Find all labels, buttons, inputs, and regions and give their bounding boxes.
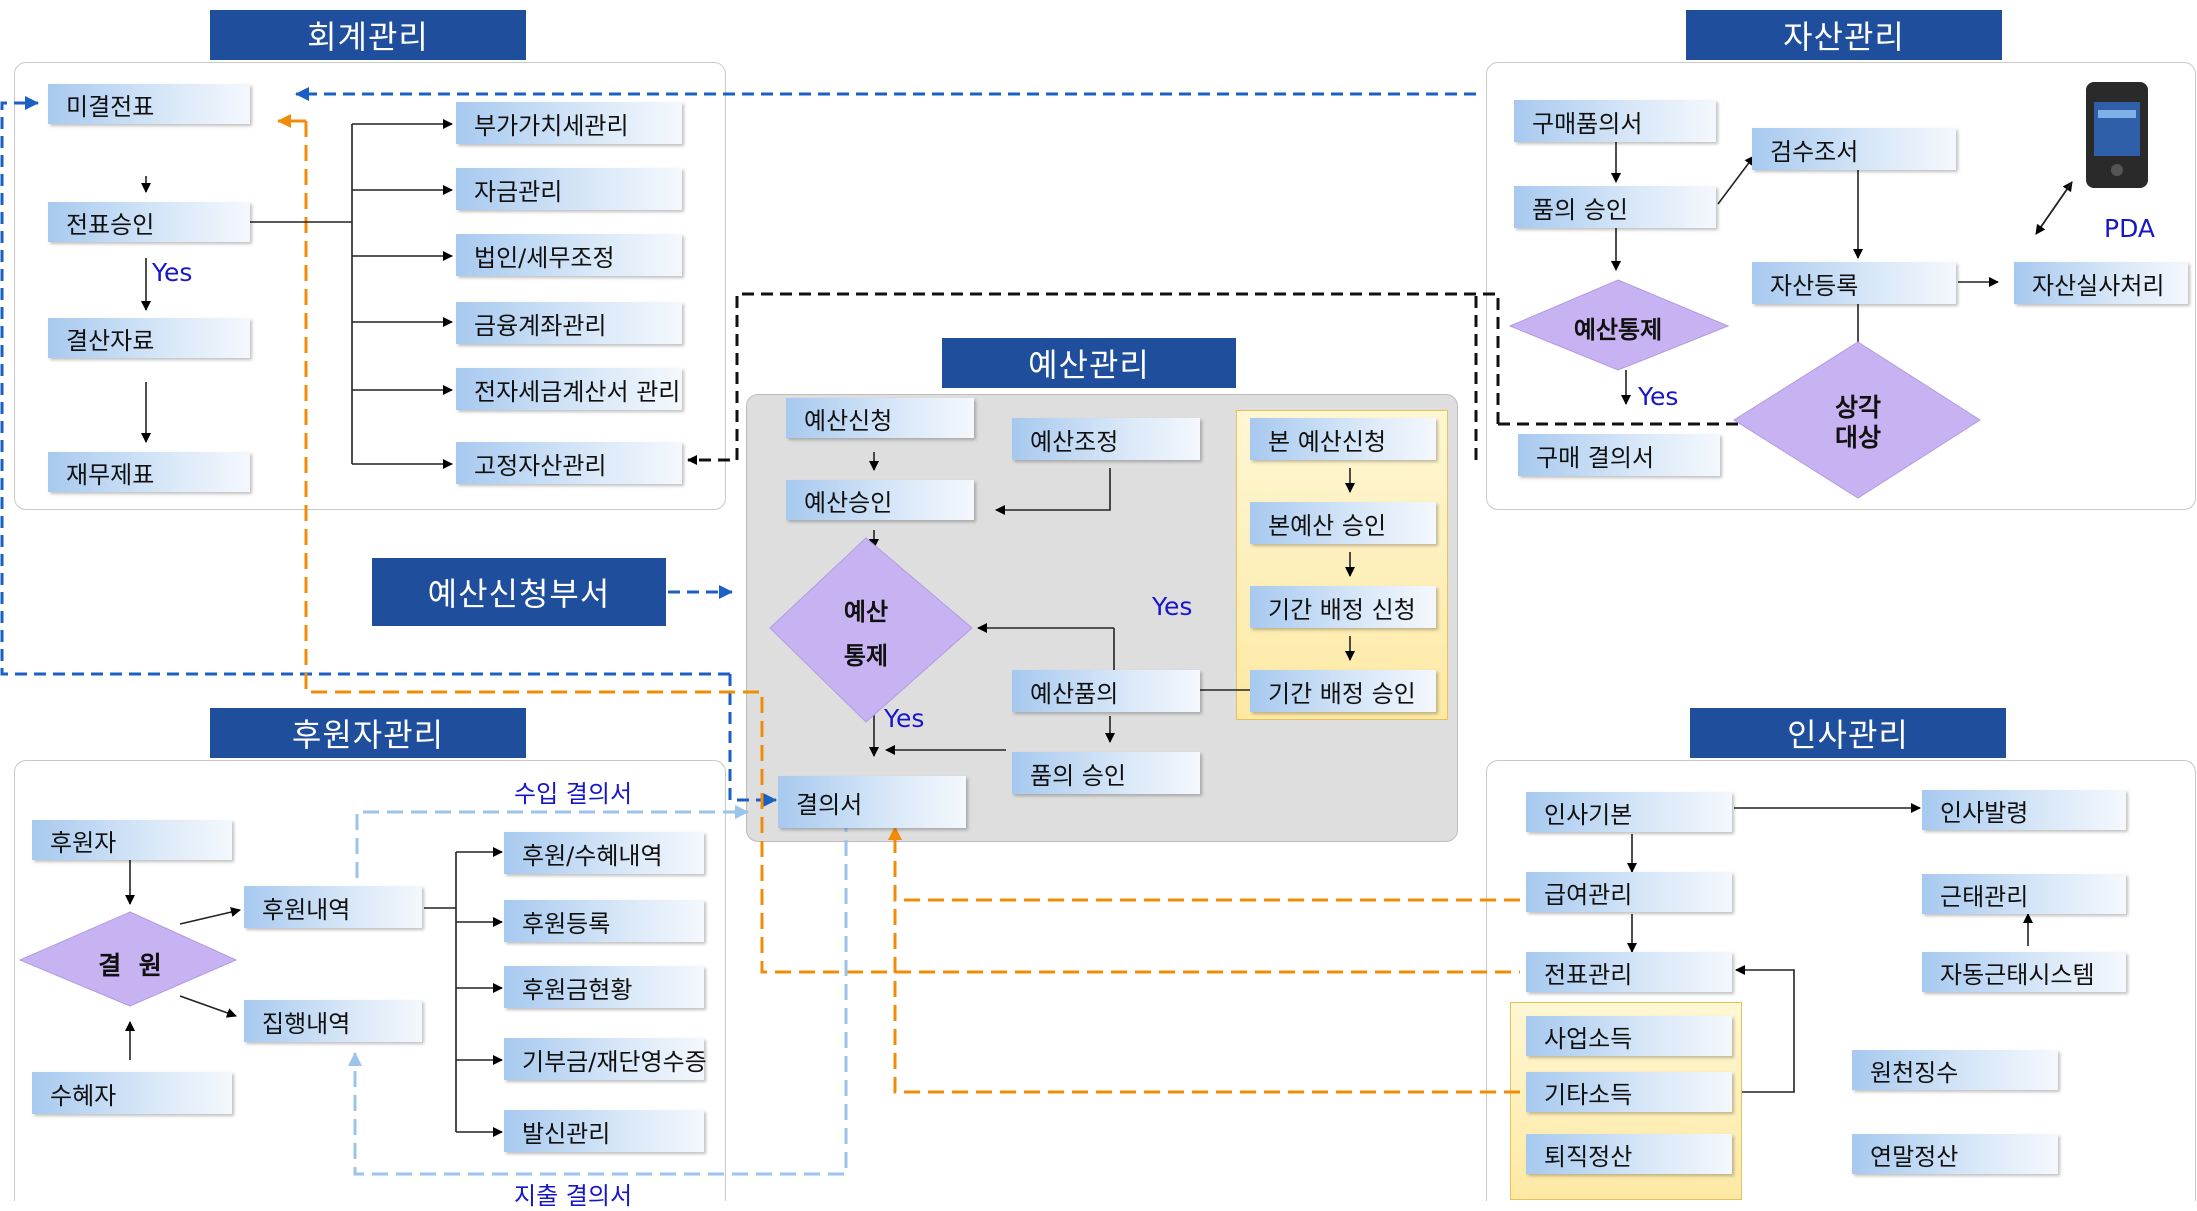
fixed-asset-box[interactable]: 고정자산관리	[456, 442, 682, 484]
asset-yes-label: Yes	[1638, 382, 1679, 411]
main-budget-approval-box[interactable]: 본예산 승인	[1250, 502, 1436, 544]
decision-label: 결 원	[98, 951, 162, 980]
unposted-voucher-box[interactable]: 미결전표	[48, 84, 250, 124]
budget-yes-down: Yes	[884, 704, 925, 733]
accounting-yes-label: Yes	[152, 258, 193, 287]
purchase-decision-box[interactable]: 구매 결의서	[1518, 434, 1720, 476]
hr-basic-box[interactable]: 인사기본	[1526, 792, 1732, 832]
sponsor-item-0[interactable]: 후원/수혜내역	[504, 832, 704, 874]
sponsor-item-2[interactable]: 후원금현황	[504, 966, 704, 1008]
bank-account-box[interactable]: 금융계좌관리	[456, 302, 682, 344]
sponsor-header: 후원자관리	[210, 708, 526, 758]
budget-item-box[interactable]: 예산품의	[1012, 670, 1200, 712]
budget-control-label-2: 통제	[843, 642, 889, 670]
budget-adjust-box[interactable]: 예산조정	[1012, 418, 1200, 460]
asset-approval-box[interactable]: 품의 승인	[1514, 186, 1716, 228]
withholding-box[interactable]: 원천징수	[1852, 1050, 2058, 1090]
asset-audit-box[interactable]: 자산실사처리	[2014, 262, 2188, 304]
beneficiary-box[interactable]: 수혜자	[32, 1072, 232, 1114]
etax-invoice-box[interactable]: 전자세금계산서 관리	[456, 368, 682, 410]
retirement-box[interactable]: 퇴직정산	[1526, 1134, 1732, 1174]
funds-mgmt-box[interactable]: 자금관리	[456, 168, 682, 210]
asset-header: 자산관리	[1686, 10, 2002, 60]
auto-attendance-box[interactable]: 자동근태시스템	[1922, 952, 2126, 992]
budget-control-label-1: 예산	[843, 598, 889, 626]
corp-tax-box[interactable]: 법인/세무조정	[456, 234, 682, 276]
attendance-box[interactable]: 근태관리	[1922, 874, 2126, 914]
asset-budget-control-label: 예산통제	[1573, 316, 1663, 344]
other-income-box[interactable]: 기타소득	[1526, 1072, 1732, 1112]
sponsor-item-1[interactable]: 후원등록	[504, 900, 704, 942]
execution-history-box[interactable]: 집행내역	[244, 1000, 422, 1042]
budget-approve-box[interactable]: 예산승인	[786, 480, 974, 520]
period-approval-box[interactable]: 기간 배정 승인	[1250, 670, 1436, 712]
year-end-box[interactable]: 연말정산	[1852, 1134, 2058, 1174]
purchase-request-box[interactable]: 구매품의서	[1514, 100, 1716, 142]
accounting-header: 회계관리	[210, 10, 526, 60]
resolution-box[interactable]: 결의서	[778, 776, 966, 828]
voucher-approval-box[interactable]: 전표승인	[48, 202, 250, 242]
budget-header: 예산관리	[942, 338, 1236, 388]
period-request-box[interactable]: 기간 배정 신청	[1250, 586, 1436, 628]
income-resolution-label: 수입 결의서	[514, 780, 633, 808]
payroll-box[interactable]: 급여관리	[1526, 872, 1732, 912]
vat-mgmt-box[interactable]: 부가가치세관리	[456, 102, 682, 144]
depreciation-label-2: 대상	[1834, 423, 1881, 452]
inspection-box[interactable]: 검수조서	[1752, 128, 1956, 170]
sponsor-box[interactable]: 후원자	[32, 820, 232, 860]
depreciation-label-1: 상각	[1834, 393, 1881, 422]
budget-request-box[interactable]: 예산신청	[786, 398, 974, 438]
sponsor-item-4[interactable]: 발신관리	[504, 1110, 704, 1152]
expense-resolution-label: 지출 결의서	[514, 1182, 633, 1210]
sponsor-item-3[interactable]: 기부금/재단영수증	[504, 1038, 707, 1080]
financial-statements-box[interactable]: 재무제표	[48, 452, 250, 492]
pda-label: PDA	[2104, 214, 2155, 243]
main-budget-request-box[interactable]: 본 예산신청	[1250, 418, 1436, 460]
budget-request-dept[interactable]: 예산신청부서	[372, 558, 666, 626]
voucher-mgmt-box[interactable]: 전표관리	[1526, 952, 1732, 992]
item-approval-box[interactable]: 품의 승인	[1012, 752, 1200, 794]
budget-yes-right: Yes	[1152, 592, 1193, 621]
hr-header: 인사관리	[1690, 708, 2006, 758]
appointment-box[interactable]: 인사발령	[1922, 790, 2126, 830]
closing-data-box[interactable]: 결산자료	[48, 318, 250, 358]
business-income-box[interactable]: 사업소득	[1526, 1016, 1732, 1056]
sponsor-history-box[interactable]: 후원내역	[244, 886, 422, 928]
asset-register-box[interactable]: 자산등록	[1752, 262, 1956, 304]
